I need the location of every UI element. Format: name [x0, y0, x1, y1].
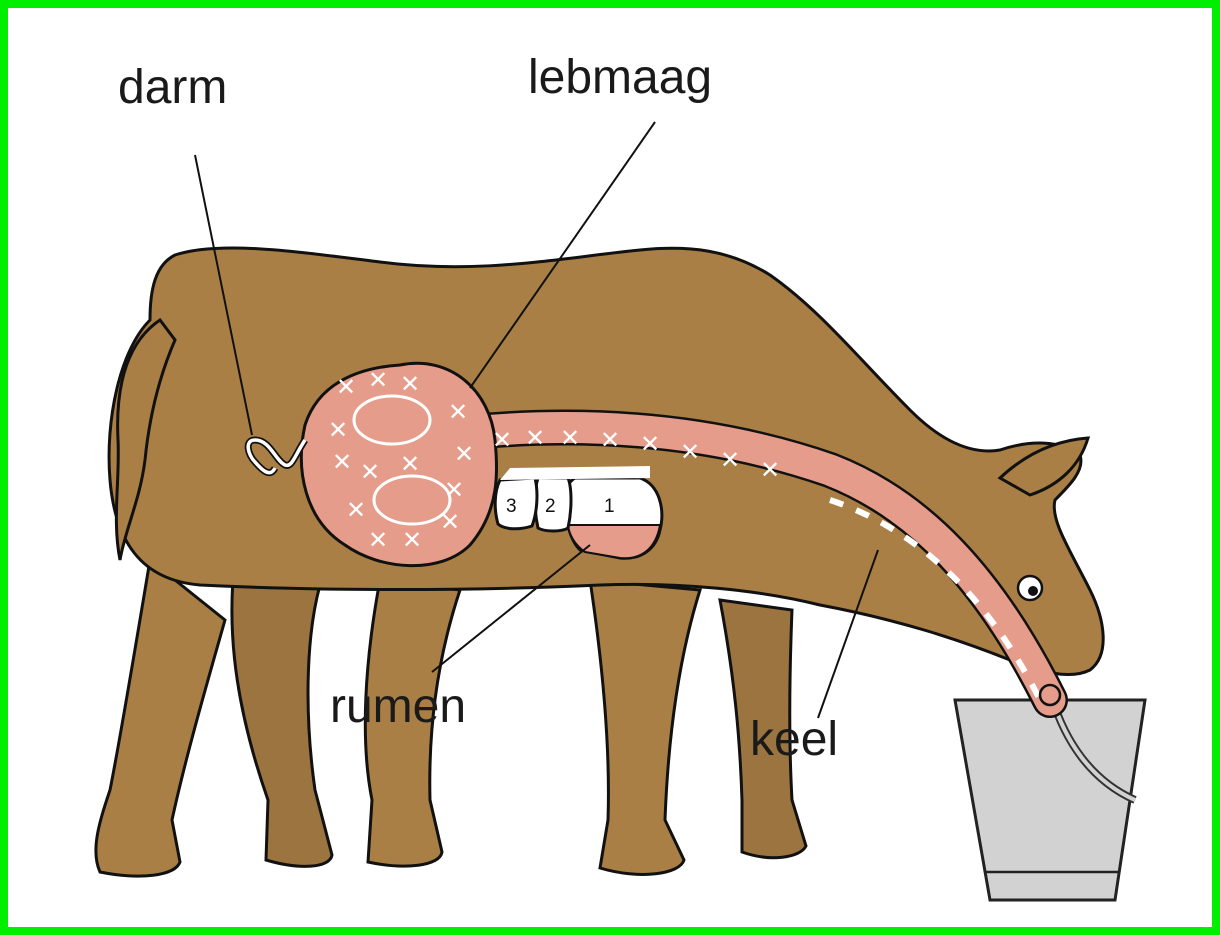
- svg-text:✕: ✕: [360, 458, 380, 486]
- compartment-band: [500, 466, 650, 480]
- label-rumen: rumen: [330, 680, 466, 733]
- keel-outlet: [1040, 685, 1060, 705]
- compartment-3-number: 3: [506, 496, 517, 517]
- svg-text:✕: ✕: [444, 476, 464, 504]
- svg-text:✕: ✕: [560, 424, 580, 452]
- label-darm: darm: [118, 61, 227, 114]
- compartment-1-number: 1: [604, 496, 615, 517]
- svg-text:✕: ✕: [346, 496, 366, 524]
- svg-text:✕: ✕: [400, 370, 420, 398]
- svg-text:✕: ✕: [492, 426, 512, 454]
- svg-text:✕: ✕: [454, 440, 474, 468]
- svg-text:✕: ✕: [440, 508, 460, 536]
- calf-pupil: [1028, 586, 1038, 596]
- calf-front-leg-near: [590, 580, 700, 874]
- compartment-2-number: 2: [545, 496, 556, 517]
- svg-text:✕: ✕: [328, 416, 348, 444]
- svg-text:✕: ✕: [720, 446, 740, 474]
- calf-back-leg-far: [232, 560, 332, 866]
- calf-back-leg-near: [96, 560, 225, 876]
- svg-text:✕: ✕: [680, 438, 700, 466]
- label-keel: keel: [750, 713, 838, 766]
- svg-text:✕: ✕: [448, 398, 468, 426]
- svg-text:✕: ✕: [640, 430, 660, 458]
- svg-text:✕: ✕: [368, 366, 388, 394]
- svg-text:✕: ✕: [332, 448, 352, 476]
- svg-text:✕: ✕: [336, 373, 356, 401]
- svg-text:✕: ✕: [525, 424, 545, 452]
- svg-text:✕: ✕: [368, 526, 388, 554]
- bucket: [955, 700, 1145, 900]
- svg-text:✕: ✕: [760, 456, 780, 484]
- svg-text:✕: ✕: [600, 426, 620, 454]
- svg-text:✕: ✕: [402, 526, 422, 554]
- label-lebmaag: lebmaag: [528, 51, 712, 104]
- svg-text:✕: ✕: [400, 450, 420, 478]
